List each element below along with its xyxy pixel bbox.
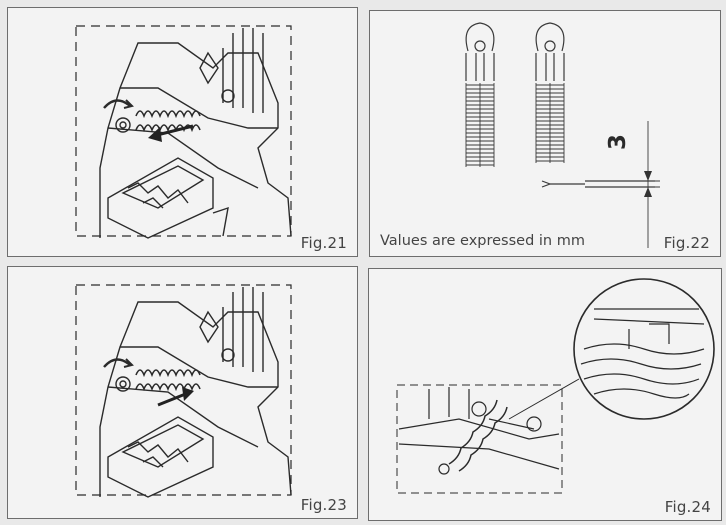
figure-24-label: Fig.24 — [664, 498, 711, 516]
figure-24-panel: Fig.24 — [368, 268, 722, 521]
spring-measurement-illustration — [465, 22, 660, 248]
figure-22-panel: 3 Values are expressed in mm Fig.22 — [369, 10, 721, 257]
spring-hook-illustration — [75, 25, 292, 239]
spring-detail-illustration — [396, 278, 715, 494]
figure-22-label: Fig.22 — [663, 234, 710, 252]
units-caption: Values are expressed in mm — [380, 233, 585, 249]
figure-21-panel: Fig.21 — [7, 7, 358, 257]
figure-21-label: Fig.21 — [300, 234, 347, 252]
dimension-value: 3 — [605, 133, 632, 151]
figure-23-panel: Fig.23 — [7, 266, 358, 519]
spring-release-illustration — [75, 284, 292, 498]
figure-23-label: Fig.23 — [300, 496, 347, 514]
